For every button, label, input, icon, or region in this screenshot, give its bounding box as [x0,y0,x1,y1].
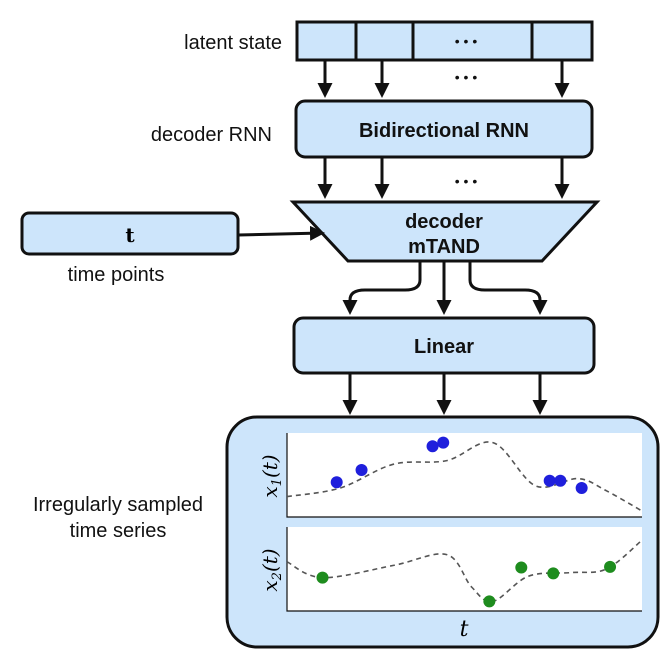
plot-x1 [286,433,643,518]
time-input-text: t [125,223,135,247]
sample-point [316,571,329,584]
irregular-label-1: Irregularly sampled [33,494,203,516]
mtand-to-linear-arrows [342,261,548,315]
sample-point [547,567,560,580]
plot-x2 [286,527,643,612]
sample-point [426,440,439,453]
latent-ellipsis: • • • [455,33,478,49]
linear-text: Linear [414,336,474,358]
bidirectional-rnn-block [294,99,594,159]
sample-point [483,595,496,608]
sample-point [543,474,556,487]
sample-point [330,476,343,489]
time-points-label: time points [68,264,165,286]
sample-point [355,463,368,476]
decoder-mtand-text-1: decoder [405,211,483,233]
decoder-rnn-label: decoder RNN [151,124,272,146]
time-to-mtand-arrow [237,225,325,241]
latent-state-label: latent state [184,32,282,54]
irregular-label-2: time series [70,520,167,542]
sample-point [554,474,567,487]
x1-axis-label: x1(t) [258,454,285,497]
latent-arrow-ellipsis: • • • [455,69,478,85]
latent-state-vector [295,20,594,62]
decoder-mtand-block [289,200,601,263]
bidirectional-rnn-text: Bidirectional RNN [359,120,529,142]
sample-point [515,561,528,574]
plot-x-axis-label: t [460,617,469,642]
series-curve [286,441,643,512]
rnn-to-mtand-arrows [317,157,570,199]
x2-axis-label: x2(t) [258,548,285,591]
decoder-mtand-text-2: mTAND [408,236,480,258]
rnn-arrow-ellipsis: • • • [455,173,478,189]
sample-point [575,481,588,494]
sample-point [604,560,617,573]
sample-point [437,436,450,449]
latent-to-rnn-arrows [317,60,570,98]
linear-to-output-arrows [342,373,548,415]
